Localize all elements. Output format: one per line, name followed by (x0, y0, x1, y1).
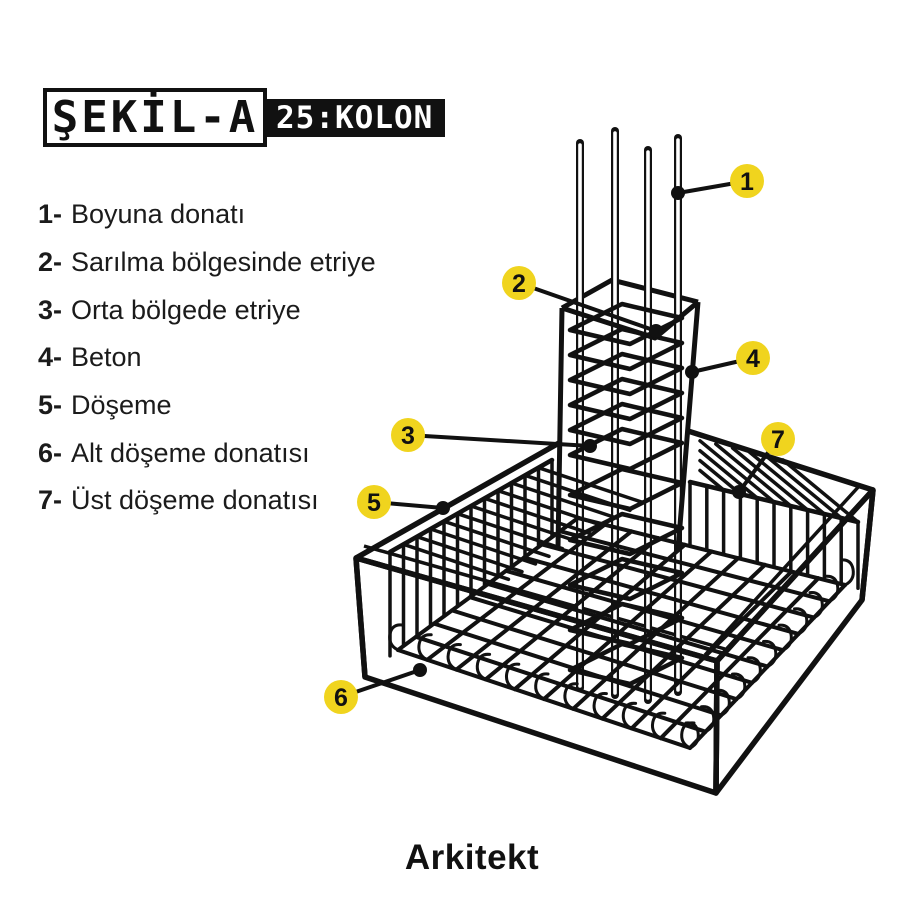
legend-label: Beton (71, 342, 142, 373)
callout-4-dot (685, 365, 699, 379)
callout-6-bubble (324, 680, 358, 714)
callout-3-dot (583, 439, 597, 453)
legend-num: 6- (38, 437, 63, 468)
callout-2-number: 2 (512, 270, 526, 298)
legend-label: Orta bölgede etriye (71, 294, 301, 325)
legend-num: 2- (38, 247, 63, 278)
callout-6: 6 (324, 663, 427, 714)
callout-4-number: 4 (746, 345, 760, 373)
legend-item-5: 5- Döşeme (38, 382, 376, 430)
figure-tag: 25:KOLON (276, 99, 434, 136)
figure-header: ŞEKİL-A 25:KOLON (43, 88, 446, 147)
legend-num: 1- (38, 199, 63, 230)
figure-tag-box: 25:KOLON (264, 99, 446, 137)
legend-label: Alt döşeme donatısı (71, 437, 310, 468)
callout-4-bubble (736, 341, 770, 375)
legend: 1- Boyuna donatı 2- Sarılma bölgesinde etr… (38, 191, 376, 525)
callout-7-bubble (761, 422, 795, 456)
legend-label: Sarılma bölgesinde etriye (71, 247, 376, 278)
legend-label: Üst döşeme donatısı (71, 485, 319, 516)
legend-label: Döşeme (71, 390, 172, 421)
callout-5-dot (436, 501, 450, 515)
callout-1: 1 (671, 164, 764, 200)
legend-num: 7- (38, 485, 63, 516)
callout-7: 7 (732, 422, 795, 499)
slab-rim-outline (353, 488, 876, 794)
figure-label-box: ŞEKİL-A (43, 88, 267, 147)
callout-5-number: 5 (367, 489, 381, 517)
legend-item-1: 1- Boyuna donatı (38, 191, 376, 239)
callout-7-dot (732, 485, 746, 499)
legend-item-2: 2- Sarılma bölgesinde etriye (38, 239, 376, 287)
legend-num: 3- (38, 294, 63, 325)
legend-item-4: 4- Beton (38, 334, 376, 382)
callout-4: 4 (685, 341, 770, 379)
legend-item-7: 7- Üst döşeme donatısı (38, 477, 376, 525)
callout-2: 2 (502, 266, 663, 338)
callout-3: 3 (391, 418, 597, 453)
callout-3-number: 3 (401, 422, 415, 450)
callout-1-dot (671, 186, 685, 200)
callout-1-number: 1 (740, 168, 754, 196)
callout-3-bubble (391, 418, 425, 452)
legend-num: 4- (38, 342, 63, 373)
callout-5: 5 (357, 485, 450, 519)
brand-logo: Arkitekt (404, 838, 540, 877)
legend-label: Boyuna donatı (71, 199, 246, 230)
legend-num: 5- (38, 390, 63, 421)
callout-7-number: 7 (771, 426, 785, 454)
legend-item-6: 6- Alt döşeme donatısı (38, 429, 376, 477)
callout-2-dot (649, 324, 663, 338)
legend-item-3: 3- Orta bölgede etriye (38, 286, 376, 334)
callout-6-number: 6 (334, 684, 348, 712)
callout-2-bubble (502, 266, 536, 300)
figure-label: ŞEKİL-A (51, 91, 259, 143)
callout-5-bubble (357, 485, 391, 519)
callout-6-dot (413, 663, 427, 677)
callout-1-bubble (730, 164, 764, 198)
